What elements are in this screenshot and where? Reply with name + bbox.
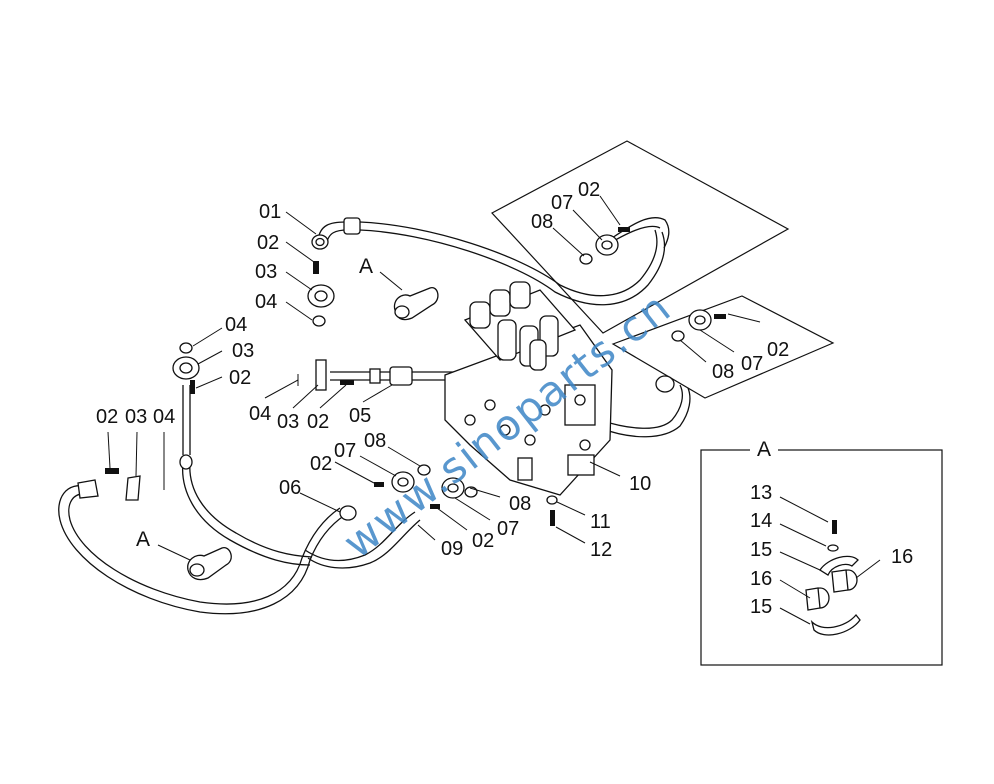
flange-right [655, 309, 726, 393]
hose-end-left [77, 468, 141, 501]
callout-02: 02 [307, 411, 329, 433]
split-flange-left-top [307, 261, 335, 327]
callout-07: 07 [497, 518, 519, 540]
callout-02: 02 [472, 530, 494, 552]
clamp-a-bottom [187, 547, 232, 581]
callout-05: 05 [349, 405, 371, 427]
fitting-01 [311, 217, 361, 250]
upper-group-frame [491, 140, 790, 334]
callout-15: 15 [750, 539, 772, 561]
detail-a-parts [805, 520, 861, 636]
callout-11: 11 [590, 511, 611, 533]
callout-04: 04 [255, 291, 277, 313]
callout-02: 02 [310, 453, 332, 475]
callout-06: 06 [279, 477, 301, 499]
detail-box-a [700, 449, 943, 666]
callout-03: 03 [125, 406, 147, 428]
callout-a-top: A [359, 255, 373, 278]
callout-04: 04 [225, 314, 247, 336]
callout-16: 16 [891, 546, 913, 568]
callout-02: 02 [96, 406, 118, 428]
callout-01: 01 [259, 201, 281, 223]
callout-12: 12 [590, 539, 612, 561]
main-control-valve [444, 281, 613, 526]
callout-03: 03 [255, 261, 277, 283]
leader-lines [107, 195, 881, 625]
callout-10: 10 [629, 473, 651, 495]
fitting-center-left [297, 359, 413, 391]
callout-08: 08 [509, 493, 531, 515]
hose-right [599, 384, 691, 438]
callout-02: 02 [229, 367, 251, 389]
callout-08: 08 [712, 361, 734, 383]
callout-13: 13 [750, 482, 772, 504]
callout-a-bottom: A [136, 528, 150, 551]
detail-box-a-title: A [757, 438, 771, 461]
callout-04: 04 [249, 403, 271, 425]
callout-labels: 01 02 03 04 A 07 02 08 04 03 02 04 03 02… [96, 179, 913, 618]
clamp-a-top [393, 287, 439, 321]
callout-15: 15 [750, 596, 772, 618]
callout-08: 08 [364, 430, 386, 452]
callout-14: 14 [750, 510, 772, 532]
callout-02: 02 [578, 179, 600, 201]
callout-09: 09 [441, 538, 463, 560]
callout-02: 02 [767, 339, 789, 361]
callout-07: 07 [334, 440, 356, 462]
callout-08: 08 [531, 211, 553, 233]
callout-03: 03 [277, 411, 299, 433]
callout-07: 07 [741, 353, 763, 375]
callout-02: 02 [257, 232, 279, 254]
hose-left-vertical [181, 385, 313, 566]
hose-lower-center [304, 511, 421, 569]
hose-left-loop [58, 484, 346, 615]
callout-16: 16 [750, 568, 772, 590]
split-flange-left-mid [172, 342, 200, 470]
flange-upper-right [579, 227, 630, 265]
callout-04: 04 [153, 406, 175, 428]
callout-03: 03 [232, 340, 254, 362]
callout-07: 07 [551, 192, 573, 214]
